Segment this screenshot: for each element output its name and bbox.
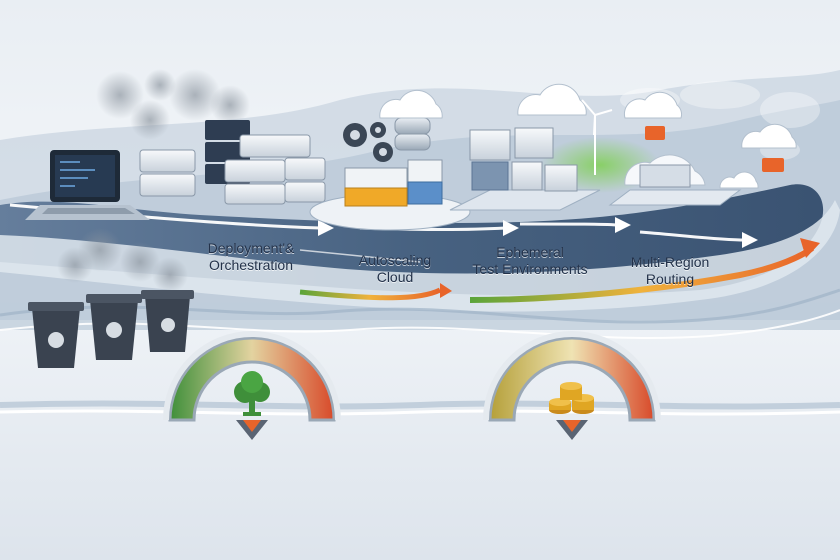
tree-icon <box>234 371 270 416</box>
gear-icon <box>343 122 393 162</box>
arrowhead-1 <box>318 220 334 236</box>
stage-label-autoscaling: Autoscaling Cloud <box>345 252 445 286</box>
wind-turbine-icon <box>581 99 613 175</box>
stage-label-ephemeral: Ephemeral Test Environments <box>460 244 600 278</box>
stage-line-1: Autoscaling <box>358 252 432 268</box>
autoscaling-platform <box>309 117 471 231</box>
flow-arrowhead-4 <box>800 238 820 258</box>
datacenter-icon <box>608 154 742 206</box>
flow-arrowhead-2 <box>440 283 452 298</box>
signal-indicator-icon <box>645 126 784 172</box>
smoke-cloud <box>57 69 250 293</box>
cost-gauge <box>483 331 661 440</box>
trash-bin-icon <box>28 290 194 368</box>
cloud-icon <box>379 83 797 189</box>
flow-arrow-4 <box>469 245 815 303</box>
stage-line-2: Test Environments <box>472 261 588 277</box>
flow-arrow-2 <box>299 287 442 301</box>
container-cluster-icon <box>449 127 601 211</box>
arrowhead-4 <box>742 232 758 248</box>
stage-line-2: Orchestration <box>208 257 294 273</box>
laptop-icon <box>25 150 150 220</box>
arrowhead-3 <box>615 217 631 233</box>
stage-line-1: Multi-Region <box>630 254 710 270</box>
sustainability-gauge <box>163 331 341 440</box>
stage-line-1: Ephemeral <box>496 244 564 260</box>
stage-label-multi-region: Multi-Region Routing <box>615 254 725 288</box>
coins-icon <box>549 382 594 414</box>
arrowhead-2 <box>503 220 519 236</box>
stage-line-1: Deployment'& <box>207 240 295 256</box>
server-stack-icon <box>139 120 326 205</box>
stage-line-2: Cloud <box>376 269 414 285</box>
stage-line-2: Routing <box>645 271 695 287</box>
stage-label-deployment: Deployment'& Orchestration <box>196 240 306 274</box>
